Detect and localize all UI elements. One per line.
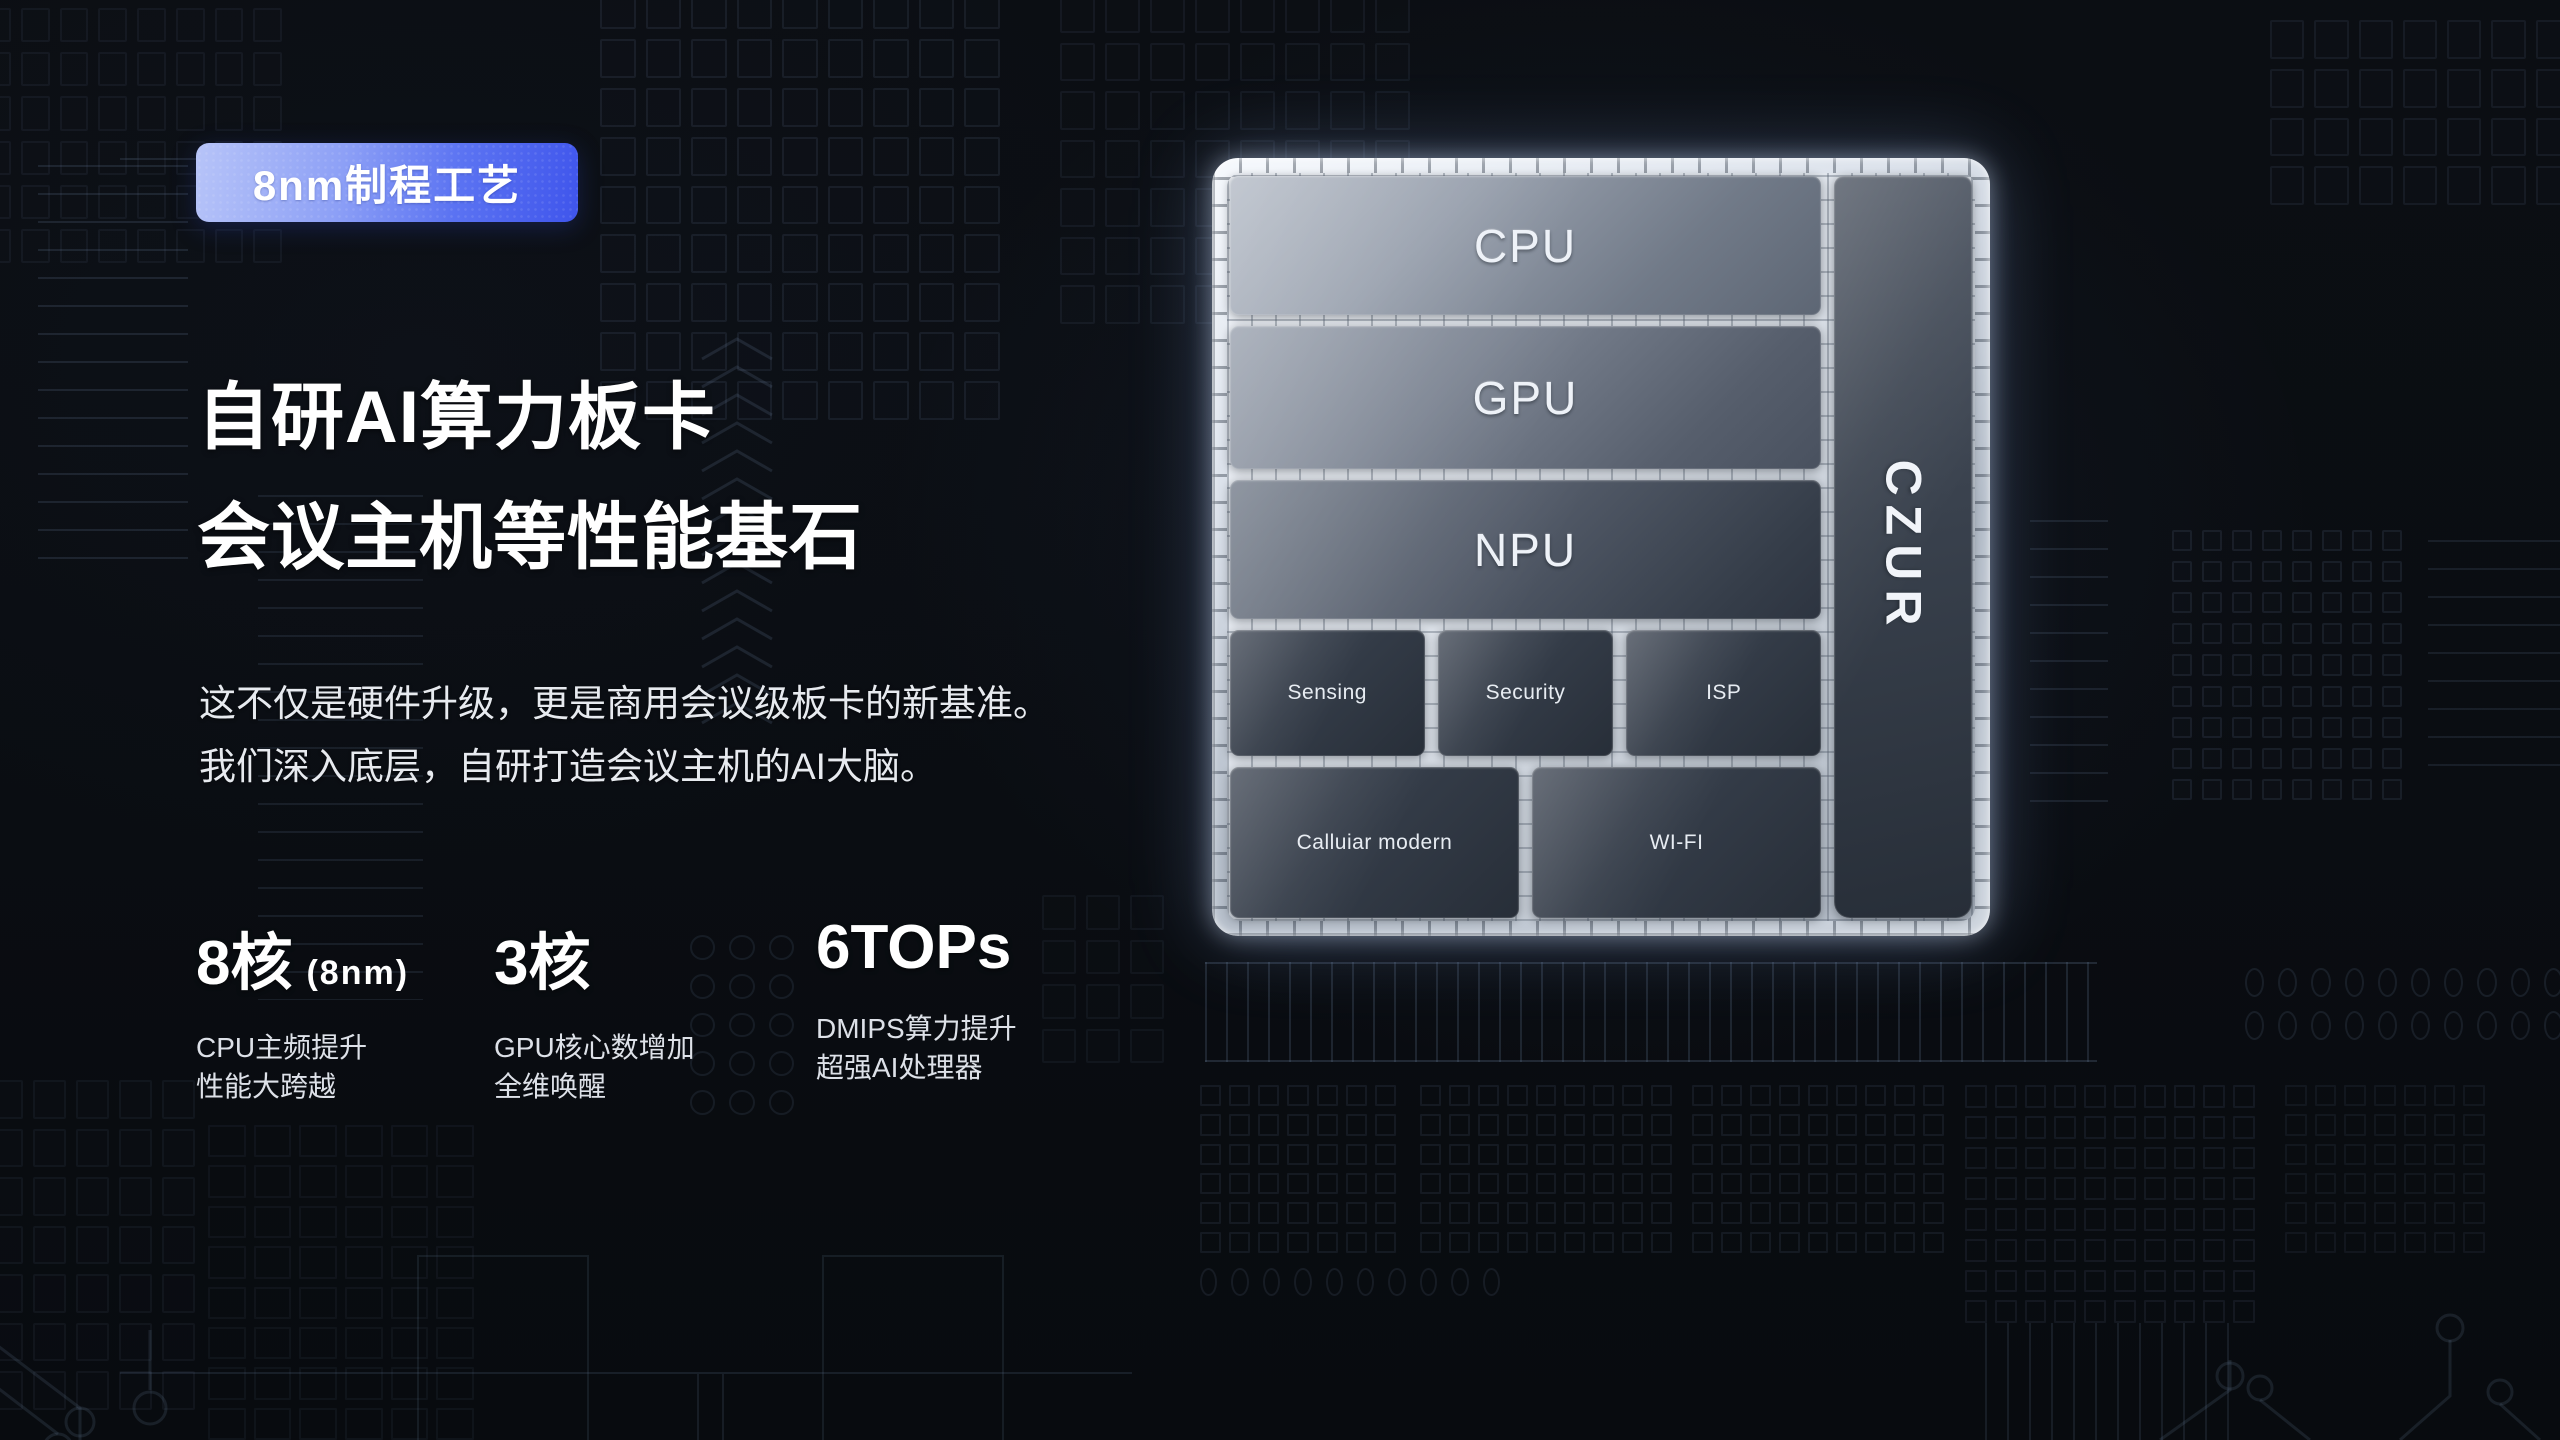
bg-square-grid-bottom-left xyxy=(0,1080,195,1410)
stat-npu-tops: 6TOPs DMIPS算力提升 超强AI处理器 xyxy=(816,912,1146,1106)
bg-square-grid-right-1 xyxy=(2172,530,2402,800)
chip-block-isp: ISP xyxy=(1626,630,1821,756)
bg-cell-grid-bottom-3 xyxy=(1692,1085,1944,1253)
bg-circle-rows-bottom-right xyxy=(2245,968,2560,1040)
stats-row: 8核 (8nm) CPU主频提升 性能大跨越 3核 GPU核心数增加 全维唤醒 … xyxy=(196,912,1146,1106)
bg-ladder-right-of-chip xyxy=(2030,520,2108,810)
page-title-line1: 自研AI算力板卡 xyxy=(197,377,716,458)
bg-cell-grid-left-low xyxy=(208,1125,474,1440)
bg-trace-line-bottom xyxy=(120,1372,1132,1374)
page-title-line2: 会议主机等性能基石 xyxy=(197,497,863,578)
stat-cpu-cores: 8核 (8nm) CPU主频提升 性能大跨越 xyxy=(196,912,494,1106)
stat-gpu-cores: 3核 GPU核心数增加 全维唤醒 xyxy=(494,912,816,1106)
bg-trace-drop-2 xyxy=(722,1374,724,1440)
bg-cell-grid-bottom-1 xyxy=(1200,1085,1396,1253)
bg-cell-grid-bottom-4 xyxy=(2285,1085,2485,1253)
chip-block-wifi: WI-FI xyxy=(1532,767,1821,918)
chip-block-gpu: GPU xyxy=(1230,326,1821,469)
chip-block-sensing-label: Sensing xyxy=(1287,681,1367,704)
stat-cpu-cores-suffix: (8nm) xyxy=(306,954,410,992)
stat-gpu-cores-value: 3核 xyxy=(494,929,591,998)
bg-pin-fence-below-chip xyxy=(1205,962,2097,1062)
bg-trace-bundle xyxy=(1985,1323,2235,1440)
bg-square-grid-top-right xyxy=(2270,20,2560,205)
chip-brand-label: CZUR xyxy=(1875,459,1931,635)
bg-cell-grid-bottom-2 xyxy=(1420,1085,1672,1253)
description-line1: 这不仅是硬件升级，更是商用会议级板卡的新基准。 xyxy=(199,683,1050,724)
chip-block-brand: CZUR xyxy=(1834,176,1972,918)
bg-circuit-traces-bottom-left xyxy=(0,1330,168,1440)
stat-npu-tops-value: 6TOPs xyxy=(816,913,1012,982)
stat-gpu-cores-desc: GPU核心数增加 全维唤醒 xyxy=(494,1032,695,1102)
chip-diagram: CPU GPU NPU Sensing Security ISP xyxy=(1212,158,1990,936)
chip-block-isp-label: ISP xyxy=(1706,681,1742,704)
stat-cpu-cores-value: 8核 xyxy=(196,929,293,998)
chip-block-cpu-label: CPU xyxy=(1473,219,1578,272)
bg-square-grid-top-left xyxy=(0,8,282,263)
chip-block-cpu: CPU xyxy=(1230,176,1821,315)
stat-npu-tops-desc: DMIPS算力提升 超强AI处理器 xyxy=(816,1013,1017,1083)
chip-block-gpu-label: GPU xyxy=(1472,371,1579,424)
bg-large-rect-2 xyxy=(822,1255,1004,1440)
bg-cell-grid-bottom-tall xyxy=(1965,1085,2255,1323)
chip-block-cellular-modem-label: Calluiar modern xyxy=(1296,830,1453,854)
bg-ladder-far-right xyxy=(2428,540,2560,790)
chip-block-wifi-label: WI-FI xyxy=(1649,830,1704,854)
chip-block-npu-label: NPU xyxy=(1473,523,1578,576)
chip-block-security-label: Security xyxy=(1485,681,1566,704)
chip-block-security: Security xyxy=(1437,630,1614,756)
stat-cpu-cores-desc: CPU主频提升 性能大跨越 xyxy=(196,1032,368,1102)
bg-circle-row-bottom xyxy=(1200,1268,1500,1296)
chip-die: CPU GPU NPU Sensing Security ISP xyxy=(1227,173,1975,921)
bg-circuit-traces-bottom-right xyxy=(2159,1313,2542,1440)
process-badge: 8nm制程工艺 xyxy=(196,143,578,222)
chip-block-npu: NPU xyxy=(1230,480,1821,619)
description-line2: 我们深入底层，自研打造会议主机的AI大脑。 xyxy=(199,746,937,787)
bg-trace-drop-1 xyxy=(697,1374,699,1440)
process-badge-label: 8nm制程工艺 xyxy=(252,162,522,209)
description: 这不仅是硬件升级，更是商用会议级板卡的新基准。 我们深入底层，自研打造会议主机的… xyxy=(199,672,1050,798)
bg-square-grid-top-center xyxy=(600,0,1000,420)
page-title: 自研AI算力板卡 会议主机等性能基石 xyxy=(197,358,863,598)
bg-large-rect-1 xyxy=(417,1255,589,1440)
bg-ladder-left-upper xyxy=(38,165,188,565)
chip-block-cellular-modem: Calluiar modern xyxy=(1230,767,1519,918)
chip-block-sensing: Sensing xyxy=(1230,630,1425,756)
